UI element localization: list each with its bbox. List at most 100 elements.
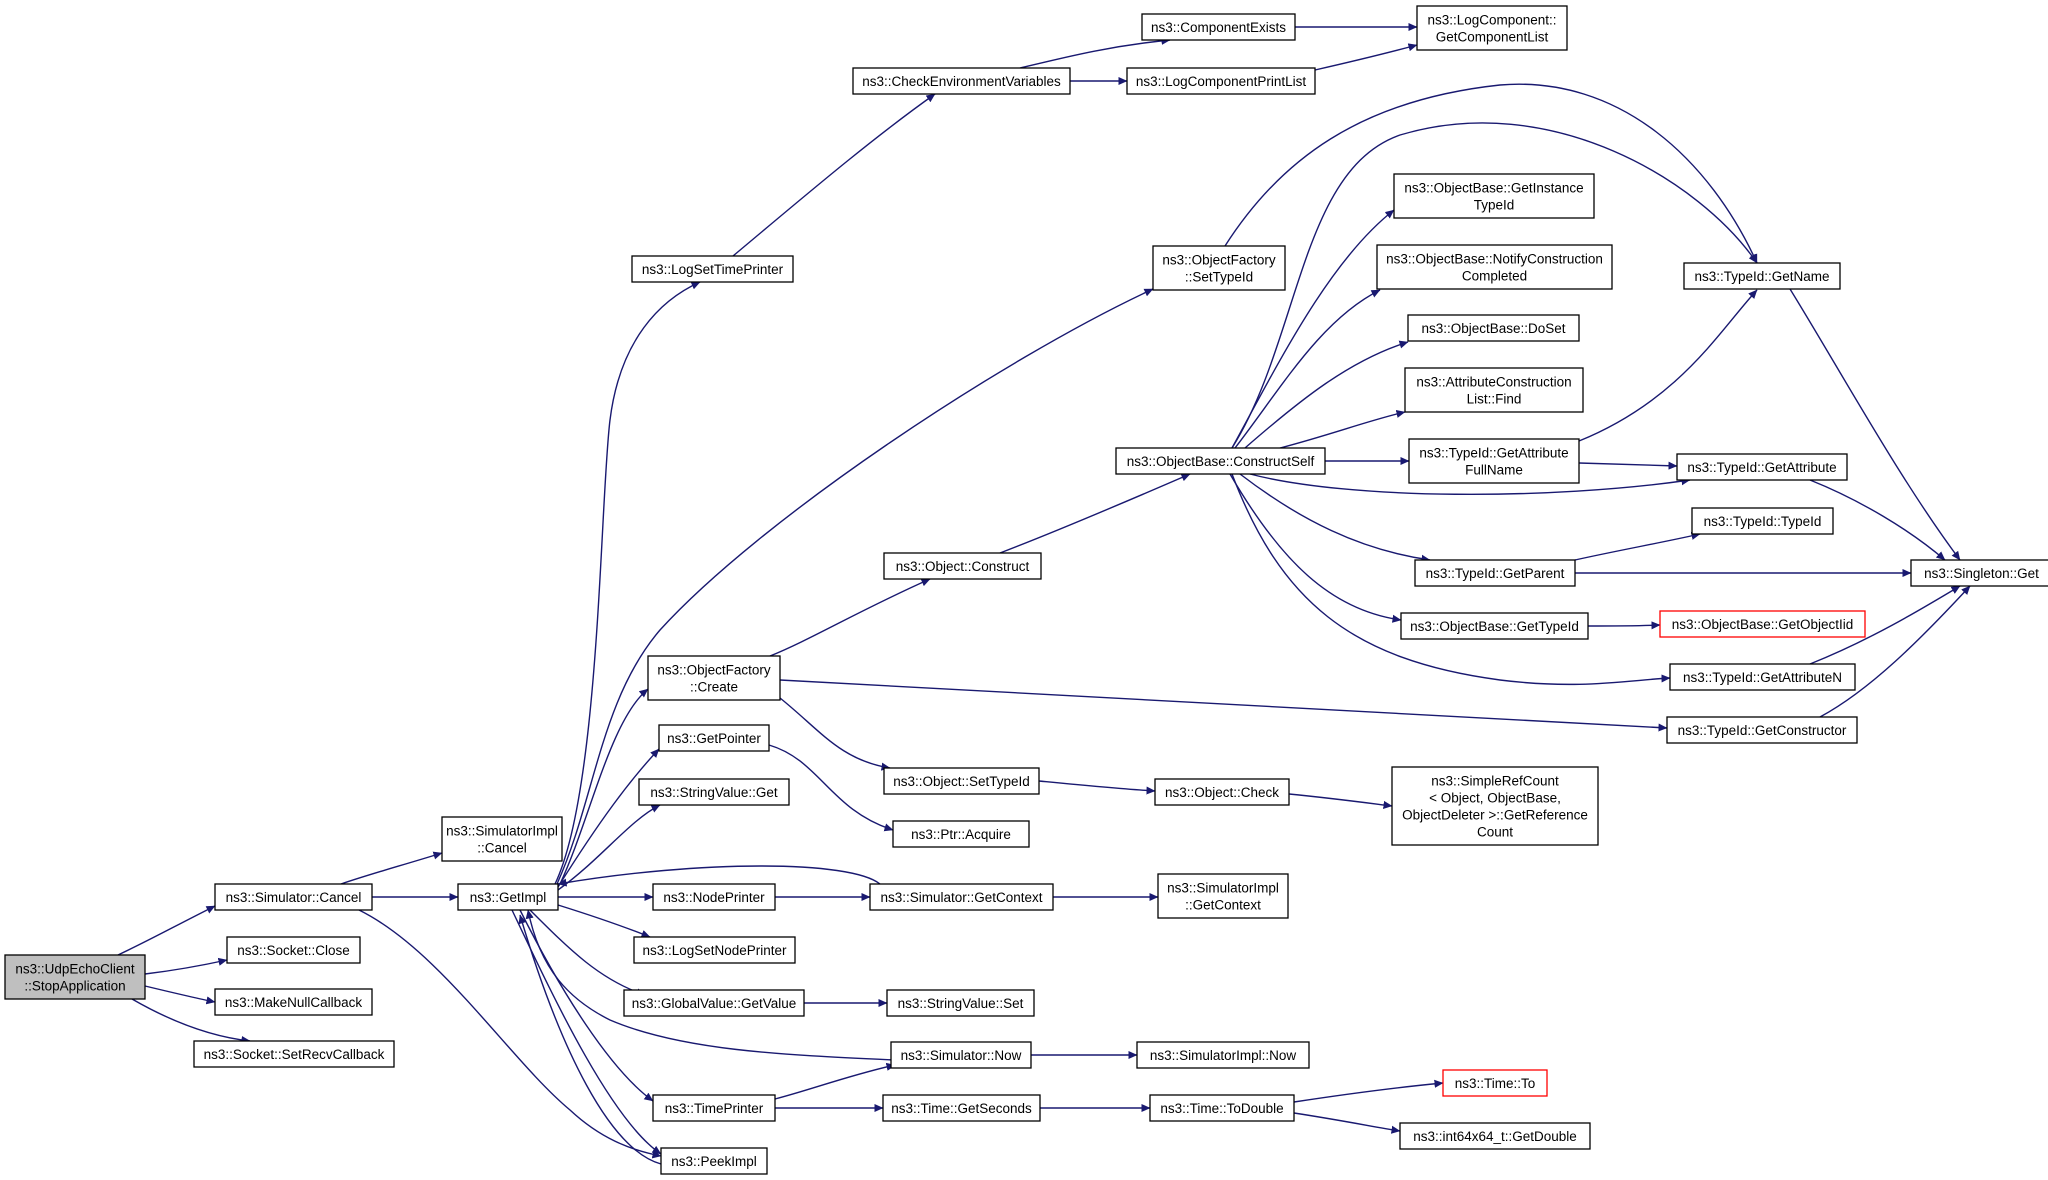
node-simimplcancel[interactable]: ns3::SimulatorImpl::Cancel (441, 816, 563, 862)
node-logcompprint[interactable]: ns3::LogComponentPrintList (1126, 67, 1316, 95)
node-objcheck[interactable]: ns3::Object::Check (1154, 778, 1290, 806)
node-simgetcontext[interactable]: ns3::Simulator::GetContext (869, 883, 1054, 911)
edge-root-to-simcancel (117, 905, 216, 956)
node-timegetseconds[interactable]: ns3::Time::GetSeconds (882, 1094, 1041, 1122)
node-label: ns3::Object::Construct (896, 559, 1030, 574)
node-box (883, 767, 1040, 795)
node-label: ns3::ObjectBase::GetTypeId (1410, 619, 1579, 634)
node-objconstruct[interactable]: ns3::Object::Construct (883, 552, 1042, 580)
node-simimplgetcontext[interactable]: ns3::SimulatorImpl::GetContext (1157, 873, 1289, 919)
node-box (1376, 244, 1613, 290)
edge-typeidgetattr-to-singletonget (1809, 479, 1946, 561)
node-simplerefcount[interactable]: ns3::SimpleRefCount< Object, ObjectBase,… (1391, 766, 1599, 846)
node-label: ns3::TimePrinter (665, 1101, 764, 1116)
edge-getattrfullname-to-typeidgetname (1578, 289, 1758, 442)
node-setrecv[interactable]: ns3::Socket::SetRecvCallback (193, 1040, 395, 1068)
node-objbasegettypeid[interactable]: ns3::ObjectBase::GetTypeId (1400, 612, 1589, 640)
node-logsettime[interactable]: ns3::LogSetTimePrinter (631, 255, 794, 283)
node-globalgetvalue[interactable]: ns3::GlobalValue::GetValue (623, 989, 805, 1017)
node-box (1391, 766, 1599, 846)
node-box (638, 778, 790, 806)
node-getparent[interactable]: ns3::TypeId::GetParent (1414, 559, 1576, 587)
node-box (1149, 1094, 1295, 1122)
edge-getconstructor-to-singletonget (1819, 585, 1971, 718)
edge-getimpl-to-stringget (557, 804, 661, 891)
edge-timeprinter-to-simnow (774, 1062, 896, 1100)
node-getimpl[interactable]: ns3::GetImpl (457, 883, 559, 911)
node-checkenv[interactable]: ns3::CheckEnvironmentVariables (852, 67, 1071, 95)
node-notifyconstruction[interactable]: ns3::ObjectBase::NotifyConstructionCompl… (1376, 244, 1613, 290)
node-typeidgetname[interactable]: ns3::TypeId::GetName (1683, 262, 1841, 290)
node-simcancel[interactable]: ns3::Simulator::Cancel (214, 883, 373, 911)
edge-root-to-makenull (144, 985, 216, 1005)
node-stringset[interactable]: ns3::StringValue::Set (886, 989, 1035, 1017)
edge-getimpl-to-globalgetvalue (529, 909, 646, 997)
node-stringget[interactable]: ns3::StringValue::Get (638, 778, 790, 806)
node-compexists[interactable]: ns3::ComponentExists (1141, 13, 1296, 41)
edge-objconstruct-to-constructself (999, 473, 1191, 554)
node-typeidtypeid[interactable]: ns3::TypeId::TypeId (1691, 507, 1834, 535)
edge-objsettypeid-to-objcheck (1038, 780, 1156, 795)
node-getcomplist[interactable]: ns3::LogComponent::GetComponentList (1416, 5, 1568, 51)
node-box (193, 1040, 395, 1068)
edge-constructself-to-doset (1244, 340, 1409, 449)
node-box (1136, 1041, 1310, 1069)
node-typeidgetattr[interactable]: ns3::TypeId::GetAttribute (1676, 453, 1848, 481)
node-box (1157, 873, 1289, 919)
node-label: ns3::ObjectFactory (657, 663, 771, 678)
edge-objfactcreate-to-getconstructor (779, 679, 1668, 732)
node-ptracquire[interactable]: ns3::Ptr::Acquire (892, 820, 1030, 848)
node-doset[interactable]: ns3::ObjectBase::DoSet (1407, 314, 1580, 342)
edge-simgetcontext-to-getimpl (557, 865, 881, 887)
node-timeto[interactable]: ns3::Time::To (1442, 1069, 1548, 1097)
node-logsetnode[interactable]: ns3::LogSetNodePrinter (633, 936, 796, 964)
node-objfactsettypeid[interactable]: ns3::ObjectFactory::SetTypeId (1152, 245, 1286, 291)
edges-layer (117, 22, 1971, 1165)
edge-root-to-setrecv (131, 998, 251, 1045)
node-nodeprinter[interactable]: ns3::NodePrinter (652, 883, 776, 911)
node-getattrn[interactable]: ns3::TypeId::GetAttributeN (1669, 663, 1856, 691)
node-label: ns3::Time::ToDouble (1160, 1101, 1283, 1116)
node-getconstructor[interactable]: ns3::TypeId::GetConstructor (1666, 716, 1858, 744)
node-sockclose[interactable]: ns3::Socket::Close (226, 936, 361, 964)
node-simimplnow[interactable]: ns3::SimulatorImpl::Now (1136, 1041, 1310, 1069)
node-simnow[interactable]: ns3::Simulator::Now (890, 1041, 1032, 1069)
edge-root-to-sockclose (144, 957, 228, 975)
node-peekimpl[interactable]: ns3::PeekImpl (660, 1147, 768, 1175)
node-box (882, 1094, 1041, 1122)
edge-constructself-to-notifyconstruction (1234, 289, 1381, 449)
edge-getattrn-to-singletonget (1809, 585, 1961, 665)
node-label: ns3::UdpEchoClient (15, 962, 135, 977)
node-objfactcreate[interactable]: ns3::ObjectFactory::Create (647, 655, 781, 701)
edge-constructself-to-getparent (1239, 473, 1431, 563)
edge-getimpl-to-objfactcreate (559, 688, 649, 885)
node-timeprinter[interactable]: ns3::TimePrinter (652, 1094, 776, 1122)
node-box (623, 989, 805, 1017)
node-label: ::Create (690, 680, 738, 695)
node-box (1152, 245, 1286, 291)
edge-timetodouble-to-timeto (1293, 1079, 1444, 1103)
node-label: ns3::int64x64_t::GetDouble (1413, 1129, 1577, 1144)
node-label: ns3::SimpleRefCount (1431, 774, 1559, 789)
edge-objbasegettypeid-to-getobjectiid (1587, 621, 1661, 630)
node-constructself[interactable]: ns3::ObjectBase::ConstructSelf (1115, 447, 1326, 475)
node-label: ns3::LogSetNodePrinter (642, 943, 787, 958)
node-timetodouble[interactable]: ns3::Time::ToDouble (1149, 1094, 1295, 1122)
node-getobjectiid[interactable]: ns3::ObjectBase::GetObjectIid (1659, 610, 1866, 638)
node-box (631, 255, 794, 283)
node-box (1408, 438, 1580, 484)
node-root[interactable]: ns3::UdpEchoClient::StopApplication (4, 954, 146, 1000)
node-getdouble[interactable]: ns3::int64x64_t::GetDouble (1399, 1122, 1591, 1150)
node-label: ns3::StringValue::Set (898, 996, 1024, 1011)
node-label: ns3::LogComponent:: (1427, 13, 1556, 28)
node-box (1154, 778, 1290, 806)
node-singletonget[interactable]: ns3::Singleton::Get (1910, 559, 2048, 587)
node-box (441, 816, 563, 862)
node-makenull[interactable]: ns3::MakeNullCallback (214, 988, 373, 1016)
node-objsettypeid[interactable]: ns3::Object::SetTypeId (883, 767, 1040, 795)
node-getpointer[interactable]: ns3::GetPointer (658, 724, 770, 752)
node-box (1399, 1122, 1591, 1150)
